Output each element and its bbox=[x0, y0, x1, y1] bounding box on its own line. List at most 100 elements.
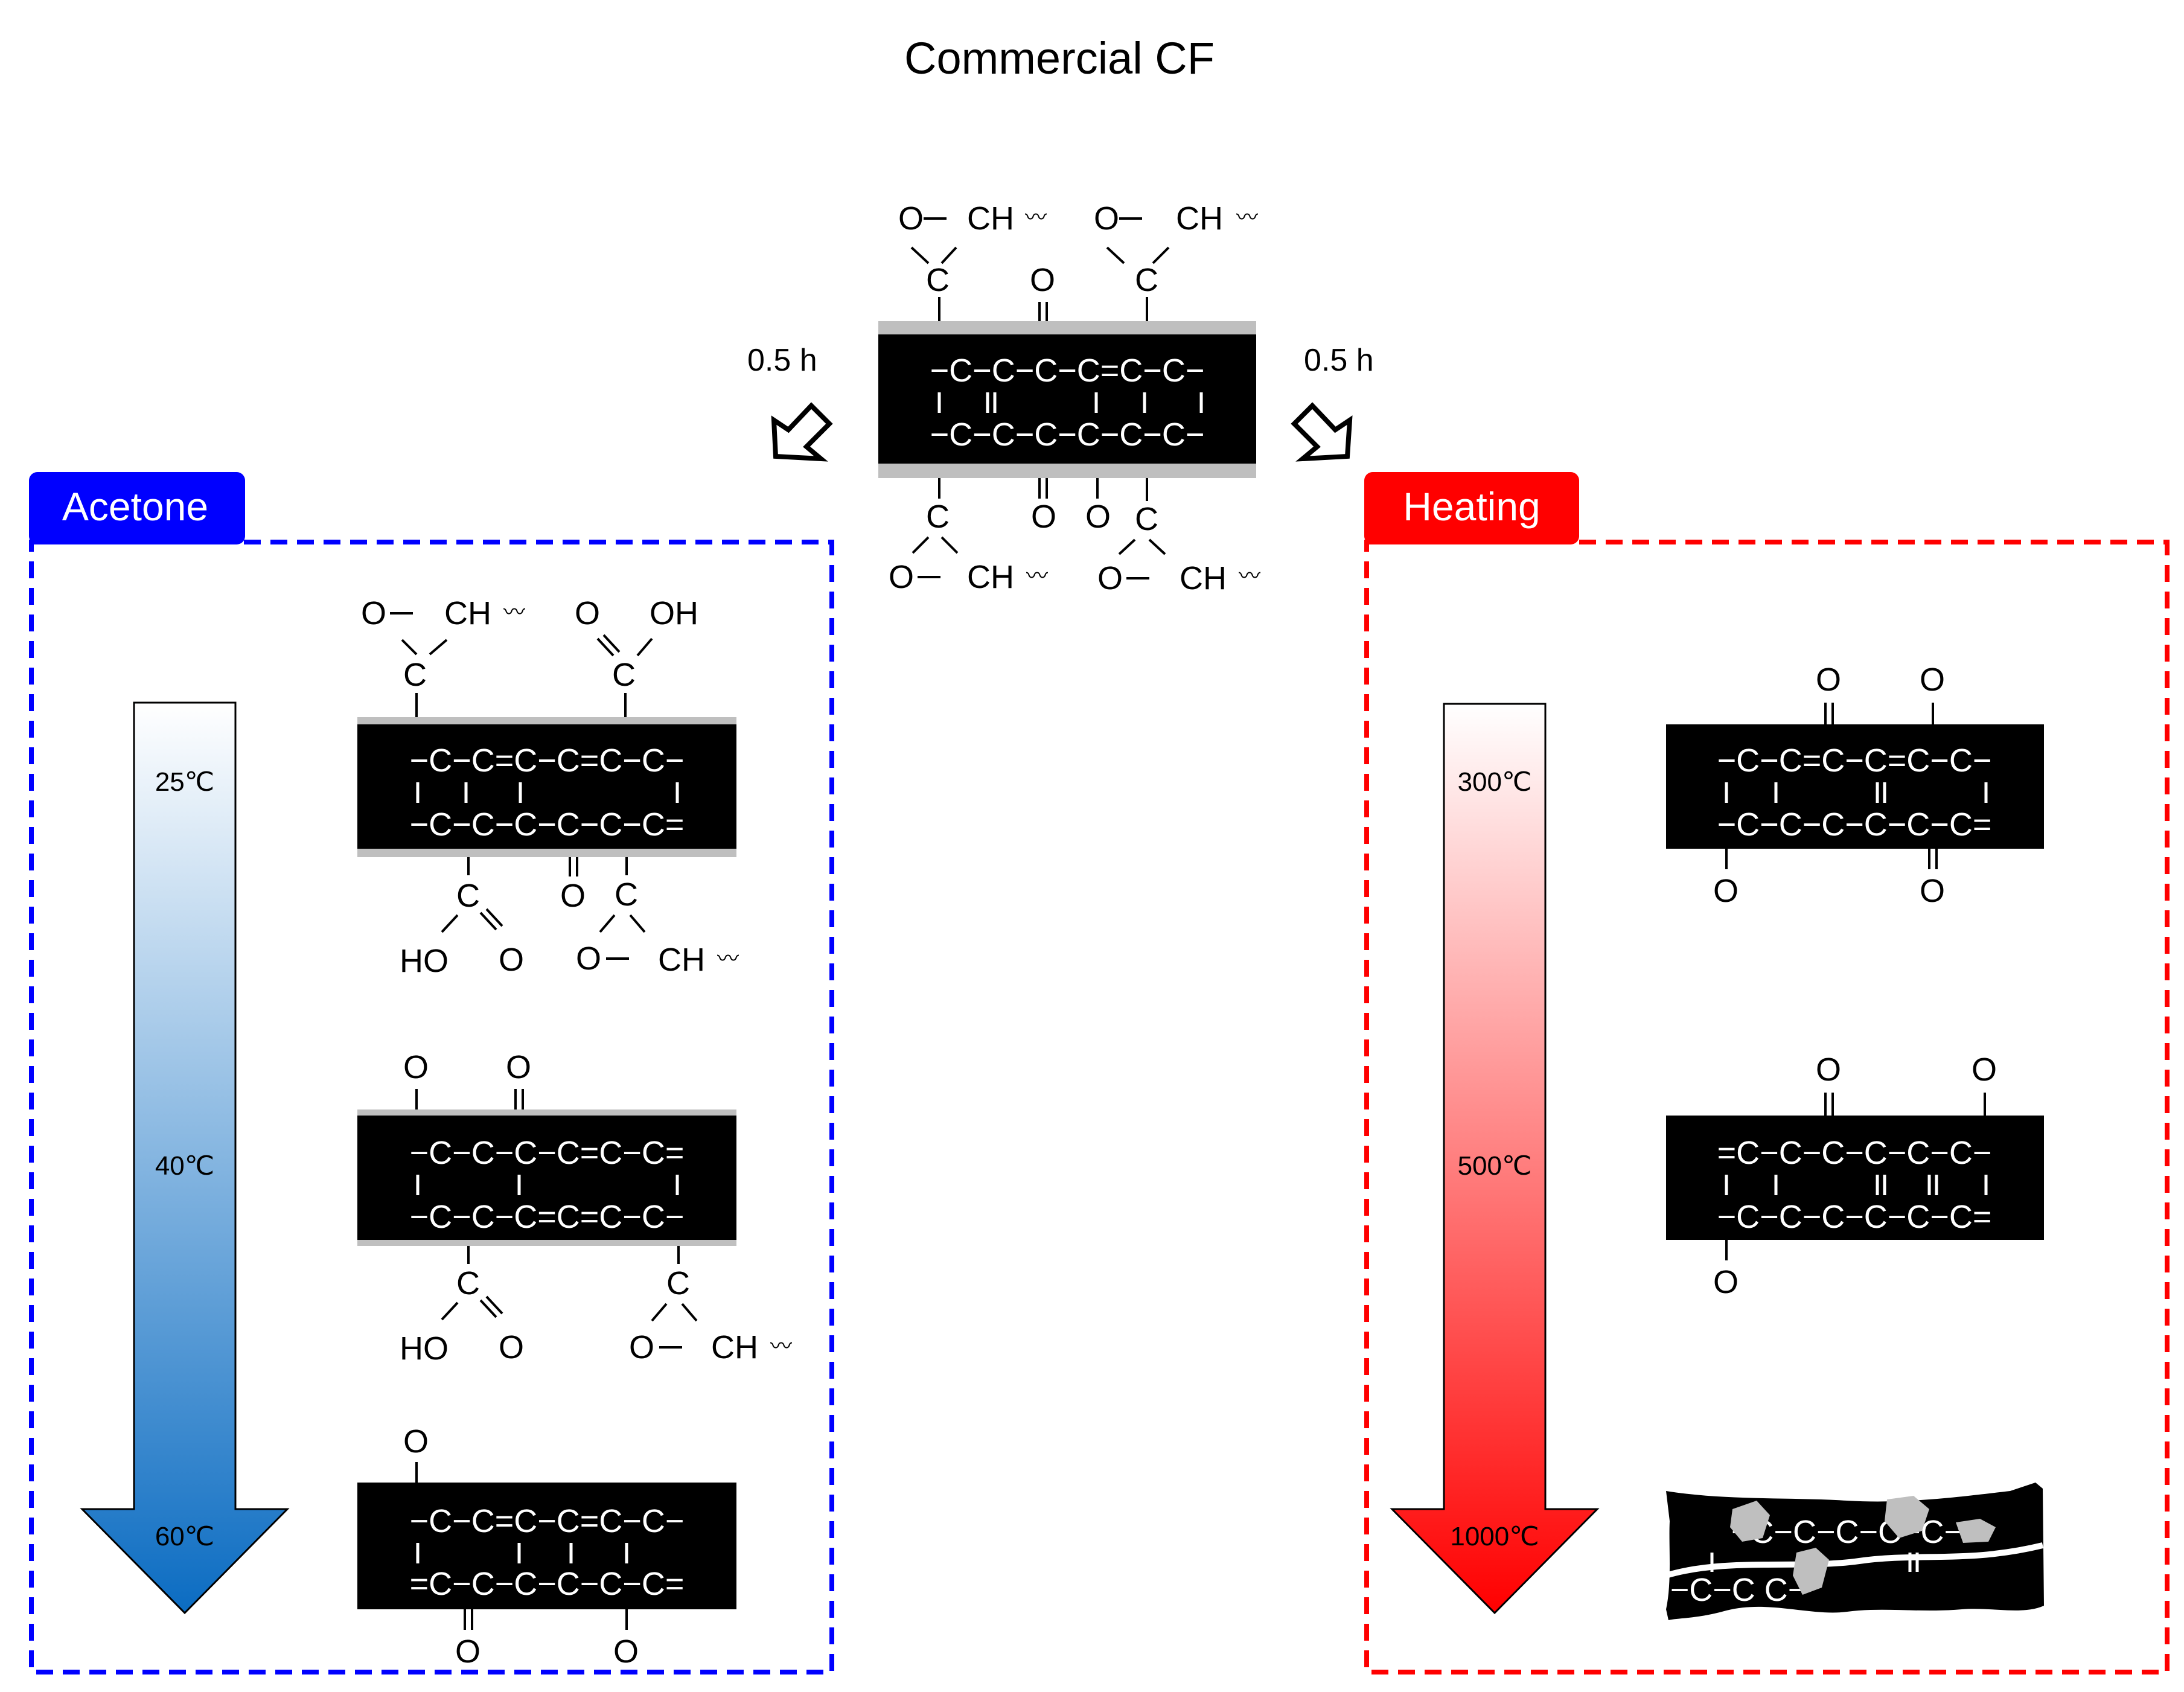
acetone-temp-25: 25℃ bbox=[155, 767, 214, 797]
svg-text:C: C bbox=[666, 1265, 690, 1301]
svg-text:C: C bbox=[456, 878, 480, 914]
acetone-label: Acetone bbox=[62, 484, 208, 529]
svg-text:CH: CH bbox=[444, 595, 491, 631]
svg-text:HO: HO bbox=[400, 943, 449, 979]
heating-temp-1000: 1000℃ bbox=[1450, 1522, 1539, 1551]
acetone-25-molecule: −C−C=C−C=C−C− −C−C−C−C−C−C= O CH 〰 C O O… bbox=[357, 595, 739, 979]
epoxy-group-top-left: O CH 〰 C bbox=[898, 200, 1047, 321]
svg-text:=C−C−C−C−C−C=: =C−C−C−C−C−C= bbox=[410, 1566, 685, 1602]
svg-text:O: O bbox=[1713, 1264, 1739, 1300]
svg-text:O: O bbox=[1816, 1052, 1841, 1088]
acetone-temp-60: 60℃ bbox=[155, 1522, 214, 1551]
svg-text:−C−C−C−C−C−C=: −C−C−C−C−C−C= bbox=[1717, 806, 1992, 843]
carbon-row-top: −C−C−C−C=C−C− bbox=[930, 353, 1205, 389]
svg-text:−C−C−C−C−C−C=: −C−C−C−C−C−C= bbox=[410, 806, 685, 843]
time-label-left: 0.5 h bbox=[747, 343, 817, 378]
svg-text:〰: 〰 bbox=[1025, 205, 1047, 229]
svg-text:−C−C C−: −C−C C− bbox=[1670, 1572, 1807, 1608]
svg-text:〰: 〰 bbox=[1239, 563, 1260, 588]
carbonyl-top: O bbox=[1030, 262, 1055, 321]
svg-text:O: O bbox=[403, 1423, 429, 1460]
svg-text:C: C bbox=[403, 657, 427, 693]
svg-text:CH: CH bbox=[1176, 200, 1223, 237]
sizing-layer-bottom bbox=[878, 464, 1256, 478]
heating-1000-molecule: −C−C−C−C−C− −C−C C− bbox=[1665, 1483, 2044, 1620]
svg-text:O: O bbox=[455, 1633, 481, 1670]
svg-text:−C−C=C−C=C−C−: −C−C=C−C=C−C− bbox=[1717, 742, 1992, 779]
fiber-core bbox=[878, 334, 1256, 464]
acetone-tab bbox=[29, 472, 245, 544]
svg-text:CH: CH bbox=[967, 200, 1014, 237]
heating-500-molecule: =C−C−C−C−C−C− −C−C−C−C−C−C= O O O bbox=[1666, 1052, 2044, 1300]
hydroxyl-bottom: O bbox=[1085, 478, 1111, 535]
svg-text:C: C bbox=[456, 1265, 480, 1301]
svg-text:CH: CH bbox=[967, 559, 1014, 595]
defect-patches bbox=[1730, 1496, 1996, 1595]
svg-text:O: O bbox=[889, 559, 914, 595]
svg-text:CH: CH bbox=[1180, 560, 1227, 596]
acetone-temp-40: 40℃ bbox=[155, 1151, 214, 1181]
svg-text:O: O bbox=[499, 1329, 524, 1365]
ring-bonds bbox=[937, 392, 1203, 413]
svg-text:O: O bbox=[613, 1633, 639, 1670]
svg-text:−C−C−C=C=C−C−: −C−C−C=C=C−C− bbox=[410, 1199, 685, 1235]
svg-text:O: O bbox=[1031, 499, 1056, 535]
acetone-panel: Acetone 25℃ 40℃ 60℃ −C−C=C−C=C−C− −C−C−C… bbox=[29, 472, 834, 1674]
svg-text:〰: 〰 bbox=[1236, 205, 1258, 229]
arrow-to-acetone: 0.5 h bbox=[747, 343, 833, 462]
svg-text:〰: 〰 bbox=[1026, 563, 1048, 588]
svg-text:C: C bbox=[1135, 501, 1158, 537]
svg-text:HO: HO bbox=[400, 1330, 449, 1367]
svg-text:−C−C=C−C=C−C−: −C−C=C−C=C−C− bbox=[410, 742, 685, 779]
heating-panel: Heating 300℃ 500℃ 1000℃ −C−C=C−C=C−C− −C… bbox=[1364, 472, 2170, 1674]
carbonyl-bottom: O bbox=[1031, 478, 1056, 535]
svg-text:O: O bbox=[361, 595, 386, 631]
epoxy-group-top-right: O CH 〰 C bbox=[1094, 200, 1258, 321]
acetone-40-molecule: −C−C−C−C=C−C= −C−C−C=C=C−C− O O C HO O C bbox=[357, 1049, 792, 1367]
svg-text:=C−C−C−C−C−C−: =C−C−C−C−C−C− bbox=[1717, 1135, 1992, 1171]
epoxy-group-bottom-left: C O CH 〰 bbox=[889, 478, 1048, 595]
epoxy-group-bottom-right: C O CH 〰 bbox=[1097, 478, 1260, 596]
svg-text:O: O bbox=[1920, 873, 1945, 909]
svg-text:O: O bbox=[1972, 1052, 1997, 1088]
heating-temp-300: 300℃ bbox=[1458, 767, 1532, 797]
svg-text:CH: CH bbox=[658, 942, 705, 978]
svg-text:O: O bbox=[1097, 560, 1123, 596]
svg-text:CH: CH bbox=[711, 1329, 758, 1365]
svg-text:〰: 〰 bbox=[770, 1333, 792, 1358]
heating-temp-500: 500℃ bbox=[1458, 1151, 1532, 1181]
acetone-60-molecule: −C−C=C−C=C−C− =C−C−C−C−C−C= O O O bbox=[357, 1423, 736, 1670]
svg-text:O: O bbox=[576, 940, 601, 977]
arrow-to-heating: 0.5 h bbox=[1291, 343, 1374, 462]
svg-text:C: C bbox=[615, 876, 638, 913]
heating-label: Heating bbox=[1403, 484, 1541, 529]
commercial-cf-molecule: −C−C−C−C=C−C− −C−C−C−C−C−C− O CH 〰 C O O bbox=[878, 200, 1260, 596]
svg-text:O: O bbox=[575, 595, 600, 631]
svg-text:O: O bbox=[1085, 499, 1111, 535]
svg-text:O: O bbox=[898, 200, 924, 237]
svg-text:−C−C−C−C−C−C=: −C−C−C−C−C−C= bbox=[1717, 1199, 1992, 1235]
svg-text:C: C bbox=[926, 499, 950, 535]
svg-text:〰: 〰 bbox=[503, 599, 525, 624]
svg-text:O: O bbox=[1094, 200, 1119, 237]
carbon-row-bottom: −C−C−C−C−C−C− bbox=[930, 417, 1205, 453]
svg-text:O: O bbox=[1030, 262, 1055, 298]
diagram-title: Commercial CF bbox=[904, 33, 1215, 83]
heating-dashed-frame bbox=[1364, 540, 2170, 1674]
svg-text:O: O bbox=[1920, 662, 1945, 698]
svg-text:C: C bbox=[1135, 262, 1158, 298]
heating-tab bbox=[1364, 472, 1579, 544]
svg-text:O: O bbox=[560, 878, 586, 914]
svg-text:O: O bbox=[499, 942, 524, 978]
time-label-right: 0.5 h bbox=[1304, 343, 1374, 378]
heating-temperature-arrow bbox=[1390, 703, 1600, 1615]
svg-text:C: C bbox=[612, 657, 636, 693]
acetone-dashed-frame bbox=[29, 540, 834, 1674]
svg-text:C: C bbox=[926, 262, 950, 298]
svg-text:O: O bbox=[506, 1049, 531, 1085]
svg-text:−C−C=C−C=C−C−: −C−C=C−C=C−C− bbox=[410, 1503, 685, 1539]
svg-text:O: O bbox=[629, 1329, 654, 1365]
svg-text:−C−C−C−C=C−C=: −C−C−C−C=C−C= bbox=[410, 1135, 685, 1171]
sizing-layer-top bbox=[878, 321, 1256, 334]
